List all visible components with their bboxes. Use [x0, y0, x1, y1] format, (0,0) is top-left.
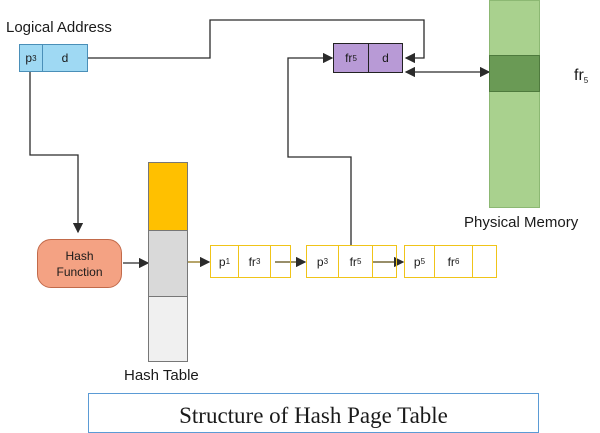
- logical-address-label: Logical Address: [6, 19, 112, 36]
- hash-table-label: Hash Table: [124, 367, 199, 384]
- line-page-to-hash: [29, 72, 84, 234]
- memory-frame-label: fr5: [574, 67, 589, 85]
- logical-offset-cell: d: [42, 44, 88, 72]
- hash-function-box: Hash Function: [37, 239, 122, 288]
- line-offset-to-physical: [88, 19, 425, 64]
- caption-box: Structure of Hash Page Table: [88, 393, 539, 433]
- physical-memory-label: Physical Memory: [464, 214, 579, 231]
- physical-memory-block: [489, 0, 540, 208]
- physical-memory-frame: [489, 55, 540, 92]
- chain-node-2: [306, 245, 397, 278]
- hash-table-slot-middle: [148, 230, 188, 297]
- caption-text: Structure of Hash Page Table: [179, 403, 448, 428]
- hash-table-slot-bottom: [148, 296, 188, 362]
- physical-offset-cell: d: [368, 43, 403, 73]
- hash-table-slot-top: [148, 162, 188, 231]
- chain-node-1: [210, 245, 291, 278]
- line-match-to-physical: [287, 52, 352, 245]
- chain-node-3: [404, 245, 497, 278]
